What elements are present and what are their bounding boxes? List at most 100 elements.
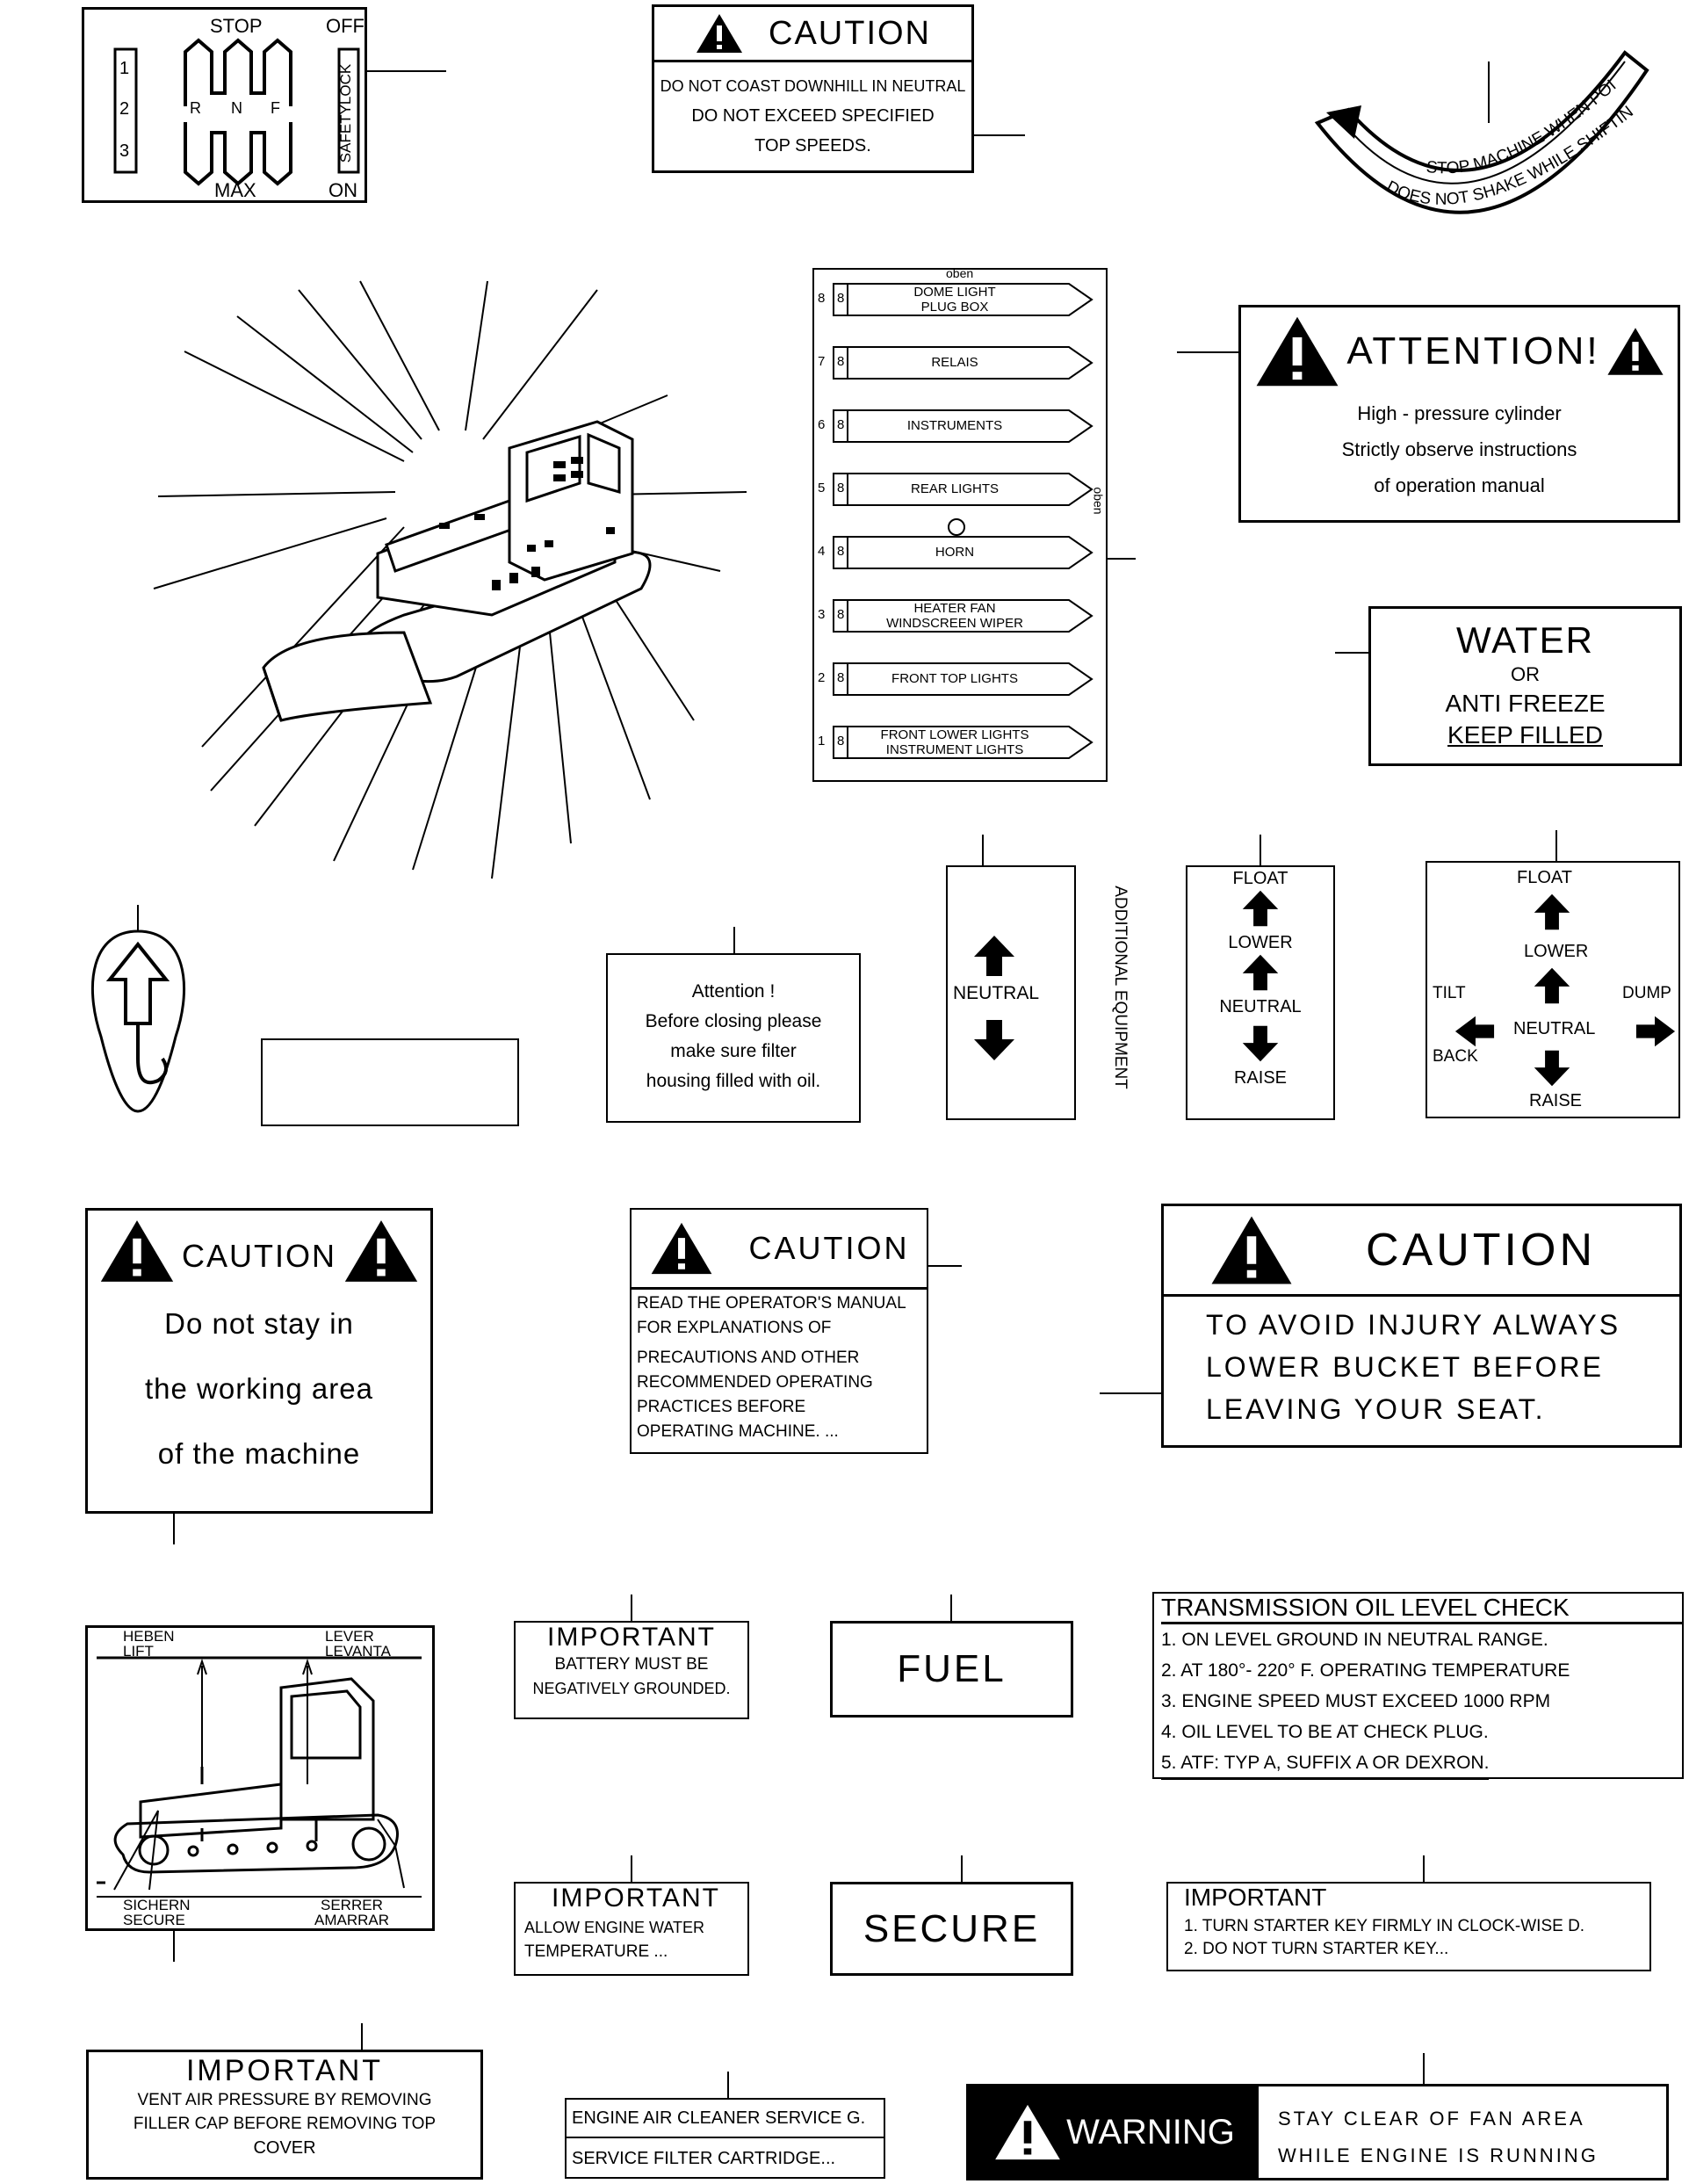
caution-bucket-line1: TO AVOID INJURY ALWAYS (1206, 1309, 1621, 1341)
additional-equipment-decal: NEUTRAL ADDITIONAL EQUIPMENT (946, 865, 1130, 1120)
leader-line (1335, 652, 1368, 654)
fuse-label: FRONT LOWER LIGHTS (880, 727, 1029, 742)
fuse-code: 8 (837, 734, 845, 748)
gear-f-label: F (271, 99, 280, 117)
transmission-line4: 4. OIL LEVEL TO BE AT CHECK PLUG. (1161, 1722, 1489, 1742)
additional-neutral-label: NEUTRAL (953, 983, 1040, 1003)
leader-line (173, 1514, 175, 1544)
gear-max-label: MAX (214, 179, 256, 201)
leader-line (733, 927, 735, 953)
fuse-panel-top-label: oben (946, 266, 974, 280)
leader-line (1423, 1855, 1425, 1882)
water-antifreeze-decal: WATER OR ANTI FREEZE KEEP FILLED (1368, 606, 1682, 766)
fuse-number: 3 (818, 607, 826, 622)
caution-manual-line6: OPERATING MACHINE. ... (637, 1422, 839, 1441)
bucket-tilt-label: TILT (1433, 984, 1466, 1002)
lift-amarrar-label: AMARRAR (314, 1912, 390, 1928)
important-battery-line1: BATTERY MUST BE (554, 1655, 709, 1674)
gear-1-label: 1 (119, 59, 130, 78)
caution-bucket-line2: LOWER BUCKET BEFORE (1206, 1351, 1604, 1383)
bulldozer-isometric-drawing (153, 280, 747, 879)
gear-stop-label: STOP (210, 15, 263, 37)
important-vent-line2: FILLER CAP BEFORE REMOVING TOP (133, 2115, 437, 2133)
leader-line (631, 1595, 632, 1621)
leader-line (361, 2023, 363, 2050)
fuse-code: 8 (837, 607, 845, 622)
leader-line (982, 835, 984, 865)
lift-lever-label: LEVER (325, 1628, 374, 1645)
warning-triangle-icon (697, 14, 742, 53)
caution-stay-decal: CAUTION Do not stay in the working area … (85, 1208, 433, 1514)
lift-levanta-label: LEVANTA (325, 1643, 391, 1660)
fuse-arrow-tag (833, 599, 1094, 633)
lift-lift-label: LIFT (123, 1643, 154, 1660)
fuse-code: 8 (837, 544, 845, 559)
fuse-panel-marker-icon (948, 518, 965, 536)
transmission-line1: 1. ON LEVEL GROUND IN NEUTRAL RANGE. (1161, 1630, 1548, 1650)
safety-lock-label: SAFETYLOCK (337, 63, 355, 163)
caution-manual-line1: READ THE OPERATOR'S MANUAL (637, 1294, 906, 1313)
important-battery-title: IMPORTANT (547, 1623, 716, 1652)
important-vent-line3: COVER (253, 2138, 316, 2158)
important-water-line1: ALLOW ENGINE WATER (524, 1919, 705, 1936)
additional-equipment-label: ADDITIONAL EQUIPMENT (1110, 886, 1130, 1089)
caution-stay-line3: of the machine (157, 1437, 361, 1470)
fuse-code: 8 (837, 291, 845, 306)
caution-manual-line3: PRECAUTIONS AND OTHER (637, 1349, 860, 1367)
leader-line (173, 1931, 175, 1962)
caution-coast-decal: CAUTION DO NOT COAST DOWNHILL IN NEUTRAL… (652, 4, 974, 173)
transmission-line2: 2. AT 180°- 220° F. OPERATING TEMPERATUR… (1161, 1660, 1570, 1681)
filter-line4: housing filled with oil. (646, 1071, 821, 1091)
bucket-float-label: FLOAT (1517, 868, 1572, 887)
bucket-back-label: BACK (1433, 1047, 1478, 1066)
fuse-arrow-tag (833, 536, 1094, 569)
fuse-label: REAR LIGHTS (910, 481, 1000, 496)
leader-line (367, 70, 446, 72)
fuse-number: 5 (818, 481, 826, 495)
water-line2: OR (1511, 663, 1540, 685)
arrow-up-icon (1534, 893, 1570, 930)
gear-shift-decal: STOP OFF 1 2 3 R N F SAFETYLOCK MAX ON (82, 7, 367, 203)
fuse-number: 8 (818, 291, 826, 306)
fuse-label: FRONT TOP LIGHTS (891, 671, 1018, 686)
fuse-arrow-tag (833, 346, 1094, 380)
water-line1: WATER (1456, 619, 1594, 661)
gear-n-label: N (231, 99, 242, 117)
attention-pressure-line2: Strictly observe instructions (1341, 438, 1577, 460)
lift-sichern-label: SICHERN (123, 1897, 191, 1913)
fuse-arrow-tag (833, 283, 1094, 316)
important-starter-line2: 2. DO NOT TURN STARTER KEY... (1184, 1940, 1449, 1958)
caution-coast-title: CAUTION (769, 14, 931, 52)
leader-line (1488, 61, 1490, 123)
warning-triangle-icon (100, 1220, 174, 1282)
important-water-title: IMPORTANT (552, 1884, 720, 1913)
leader-line (1100, 1392, 1161, 1394)
fuse-arrow-tag (833, 726, 1094, 759)
transmission-title: TRANSMISSION OIL LEVEL CHECK (1161, 1594, 1682, 1624)
transmission-line3: 3. ENGINE SPEED MUST EXCEED 1000 RPM (1161, 1691, 1551, 1711)
gear-r-label: R (190, 99, 201, 117)
gear-on-label: ON (328, 179, 357, 201)
warning-triangle-icon (995, 2104, 1060, 2160)
lift-serrer-label: SERRER (321, 1897, 383, 1913)
caution-coast-line1: DO NOT COAST DOWNHILL IN NEUTRAL (660, 77, 966, 95)
warning-triangle-icon (1211, 1216, 1292, 1284)
important-water-decal: IMPORTANT ALLOW ENGINE WATER TEMPERATURE… (514, 1882, 749, 1976)
gear-shift-pattern-icon (113, 38, 360, 186)
bucket-neutral-label: NEUTRAL (1513, 1019, 1596, 1038)
important-starter-decal: IMPORTANT 1. TURN STARTER KEY FIRMLY IN … (1166, 1882, 1651, 1971)
warning-triangle-icon (651, 1222, 711, 1275)
filter-line2: Before closing please (645, 1011, 822, 1031)
water-line4: KEEP FILLED (1447, 721, 1603, 748)
fuse-number: 2 (818, 670, 826, 685)
arrow-left-icon (1454, 1016, 1495, 1047)
fuse-code: 8 (837, 481, 845, 495)
important-vent-line1: VENT AIR PRESSURE BY REMOVING (137, 2091, 432, 2109)
leader-line (950, 1595, 952, 1621)
fuse-arrow-tag (833, 662, 1094, 696)
fuel-decal: FUEL (830, 1621, 1073, 1718)
arrow-up-icon (1534, 967, 1570, 1004)
fuse-code: 8 (837, 417, 845, 432)
caution-stay-line1: Do not stay in (164, 1307, 354, 1340)
